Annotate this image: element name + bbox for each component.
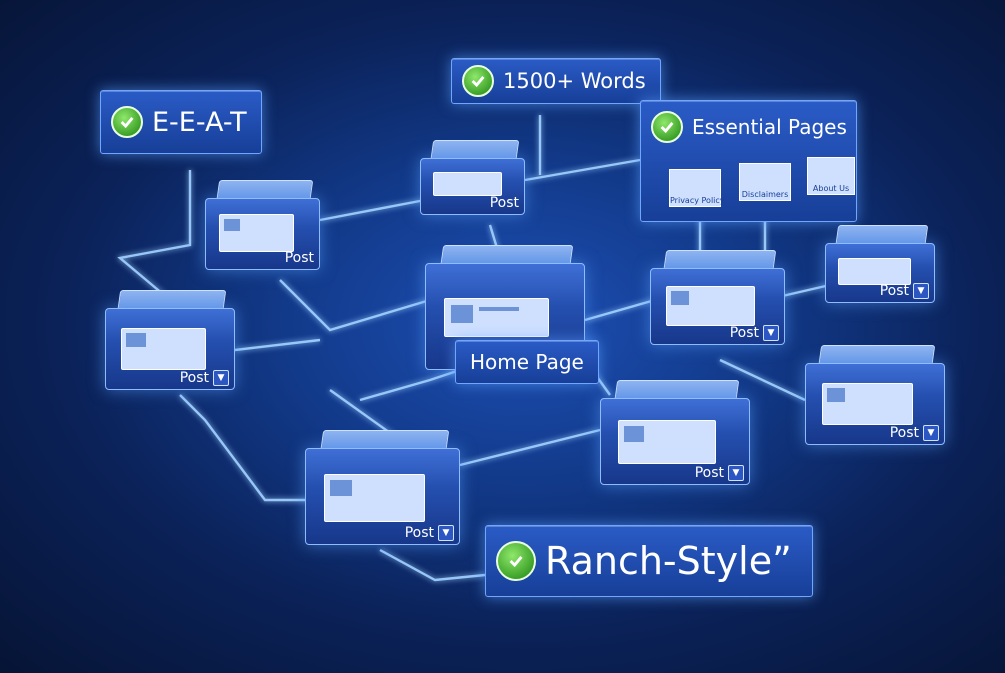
check-circle-icon	[496, 541, 536, 581]
words-label: 1500+ Words	[451, 58, 661, 104]
post-node: Post▼	[650, 250, 785, 345]
words-text: 1500+ Words	[503, 69, 646, 93]
chevron-down-icon: ▼	[213, 370, 229, 386]
post-label: Post	[489, 195, 519, 211]
post-node: Post▼	[805, 345, 945, 445]
post-tag: Post▼	[890, 425, 939, 441]
post-node: Post▼	[600, 380, 750, 485]
home-page-text: Home Page	[470, 350, 584, 374]
post-tag: Post	[490, 195, 519, 211]
post-tag: Post▼	[880, 283, 929, 299]
chevron-down-icon: ▼	[923, 425, 939, 441]
check-circle-icon	[111, 106, 143, 138]
chevron-down-icon: ▼	[438, 525, 454, 541]
essential-text: Essential Pages	[692, 115, 847, 139]
post-tag: Post▼	[180, 370, 229, 386]
post-tag: Post▼	[695, 465, 744, 481]
ranch-style-label: Ranch-Style”	[485, 525, 813, 597]
post-label: Post	[889, 425, 919, 441]
post-tag: Post	[285, 250, 314, 266]
post-node: Post▼	[105, 290, 235, 390]
chevron-down-icon: ▼	[763, 325, 779, 341]
check-circle-icon	[651, 111, 683, 143]
eeat-label: E-E-A-T	[100, 90, 262, 154]
home-page-label: Home Page	[455, 340, 599, 384]
ranch-style-text: Ranch-Style”	[545, 539, 792, 583]
essential-page-about: About Us	[807, 157, 855, 195]
post-tag: Post▼	[730, 325, 779, 341]
post-label: Post	[879, 283, 909, 299]
eeat-text: E-E-A-T	[152, 106, 247, 138]
post-node: Post▼	[825, 225, 935, 303]
post-label: Post	[694, 465, 724, 481]
post-node: Post	[420, 140, 525, 215]
post-label: Post	[179, 370, 209, 386]
chevron-down-icon: ▼	[913, 283, 929, 299]
post-label: Post	[284, 250, 314, 266]
post-label: Post	[404, 525, 434, 541]
check-circle-icon	[462, 65, 494, 97]
post-node: Post	[205, 180, 320, 270]
essential-page-privacy: Privacy Policy	[669, 169, 725, 207]
post-label: Post	[729, 325, 759, 341]
chevron-down-icon: ▼	[728, 465, 744, 481]
post-node: Post▼	[305, 430, 460, 545]
essential-pages-panel: Essential Pages Privacy Policy Disclaime…	[640, 100, 857, 222]
essential-page-disclaimers: Disclaimers	[739, 163, 791, 201]
post-tag: Post▼	[405, 525, 454, 541]
